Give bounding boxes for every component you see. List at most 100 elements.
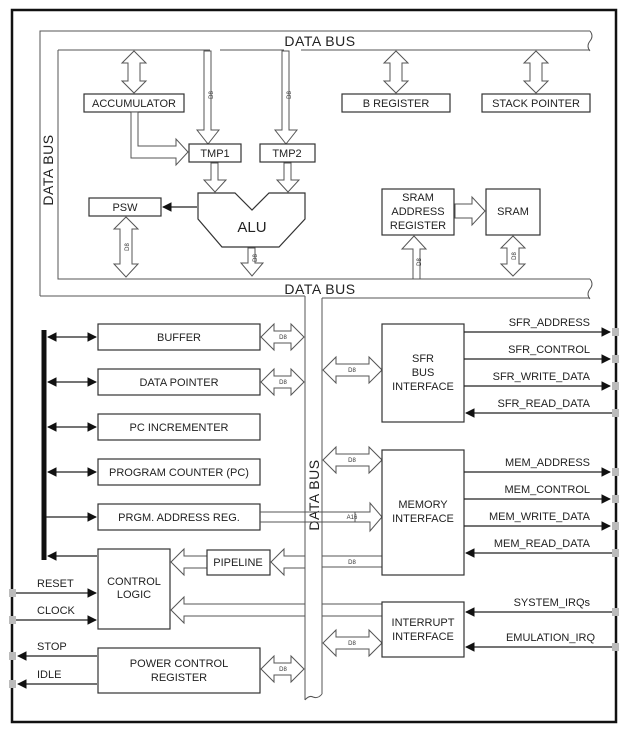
control-logic-label-1: CONTROL [107,576,161,588]
data-pointer-width-label: D8 [279,380,287,386]
pc-incrementer-block [97,413,261,441]
pipeline-label: PIPELINE [213,557,263,569]
acc-to-tmp1-arrow [130,111,189,167]
memory-width-label: D8 [348,458,356,464]
program-counter-block [97,458,261,486]
memory-label-1: MEMORY [398,499,448,511]
power-control-width-label: D8 [279,667,287,673]
data-pointer-label: DATA POINTER [139,377,218,389]
pipeline-block [206,549,271,576]
power-control-connector [260,654,305,684]
pipeline-width-label: D8 [348,560,356,566]
alu-width-label: D8 [253,254,259,262]
bus-to-tmp2-arrow [273,50,299,145]
mem-control-label: MEM_CONTROL [504,484,590,496]
interrupt-label-1: INTERRUPT [392,617,455,629]
alu-label: ALU [237,219,266,236]
tmp2-label: TMP2 [272,148,301,160]
bus-to-tmp1-arrow [195,50,221,145]
power-control-label-2: REGISTER [151,672,207,684]
buffer-block [97,323,261,351]
power-control-label-1: POWER CONTROL [130,658,228,670]
buffer-connector [260,322,305,352]
idle-label: IDLE [37,669,61,681]
prgm-address-label: PRGM. ADDRESS REG. [118,512,240,524]
vertical-data-bus [304,296,323,701]
power-control-register-block [97,647,261,694]
data-pointer-connector [260,367,305,397]
stop-pin [9,652,16,660]
data-pointer-row [47,367,305,397]
bus-to-sram-addr-arrow [400,235,428,280]
reset-label: RESET [37,578,74,590]
stack-pointer-label: STACK POINTER [492,98,580,110]
alu-block [197,192,306,248]
prgm-address-row [46,501,383,533]
tmp2-block [259,143,316,163]
pc-incrementer-label: PC INCREMENTER [129,422,228,434]
top-bus-label: DATA BUS [284,33,355,49]
a16-width-label: A16 [347,515,358,521]
interrupt-to-control-arrow [170,595,306,625]
clock-pin [9,616,16,624]
tmp1-to-alu-arrow [202,162,228,193]
vertical-bus-label: DATA BUS [306,459,322,530]
sfr-label-2: BUS [412,367,435,379]
pipeline-to-control-arrow [170,547,208,577]
clock-label: CLOCK [37,605,76,617]
sram-addr-label-3: REGISTER [390,220,446,232]
interrupt-width-label: D8 [348,641,356,647]
control-logic-block [97,548,171,630]
sfr-label-3: INTERFACE [392,381,454,393]
interrupt-interface-block [381,601,465,658]
sram-addr-to-sram-arrow [454,195,486,227]
bus-to-pipeline-arrow [270,547,306,577]
sram-width-label: D8 [512,252,518,260]
sram-addr-width-label: D8 [417,258,423,266]
sram-addr-label-1: SRAM [402,192,434,204]
control-logic-label-2: LOGIC [117,589,151,601]
right-signals [464,327,619,652]
psw-label: PSW [112,202,138,214]
psw-width-label: D8 [125,243,131,251]
b-register-connector [382,50,410,94]
emulation-irq-label: EMULATION_IRQ [506,632,595,644]
program-counter-row [47,458,261,486]
a16-arrow [354,501,383,533]
interrupt-label-2: INTERFACE [392,631,454,643]
pc-incrementer-row [47,413,261,441]
left-bus-label: DATA BUS [40,134,56,205]
tmp2-to-alu-arrow [275,162,301,193]
buffer-row [47,322,305,352]
tmp1-block [188,143,242,163]
b-register-label: B REGISTER [363,98,430,110]
accumulator-connector [120,50,148,94]
memory-label-2: INTERFACE [392,513,454,525]
mem-write-data-label: MEM_WRITE_DATA [489,511,591,523]
sfr-control-label: SFR_CONTROL [508,344,590,356]
program-counter-label: PROGRAM COUNTER (PC) [109,467,249,479]
mem-read-data-label: MEM_READ_DATA [494,538,591,550]
tmp2-width-label: D8 [287,91,293,99]
stack-pointer-connector [522,50,550,94]
data-pointer-block [97,368,261,396]
alu-to-bus-arrow [239,247,265,277]
mem-address-label: MEM_ADDRESS [505,457,590,469]
accumulator-label: ACCUMULATOR [92,98,176,110]
idle-pin [9,680,16,688]
sram-addr-label-2: ADDRESS [391,206,444,218]
sfr-width-label: D8 [348,368,356,374]
sfr-bus-interface-block [381,323,465,423]
psw-block [88,197,162,217]
stack-pointer-block [481,93,591,113]
tmp1-width-label: D8 [209,91,215,99]
sram-label: SRAM [497,206,529,218]
prgm-address-reg-block [97,503,261,531]
reset-pin [9,589,16,597]
system-irqs-label: SYSTEM_IRQs [514,597,591,609]
sfr-write-data-label: SFR_WRITE_DATA [493,371,591,383]
tmp1-label: TMP1 [200,148,229,160]
sfr-label-1: SFR [412,353,434,365]
buffer-width-label: D8 [279,335,287,341]
